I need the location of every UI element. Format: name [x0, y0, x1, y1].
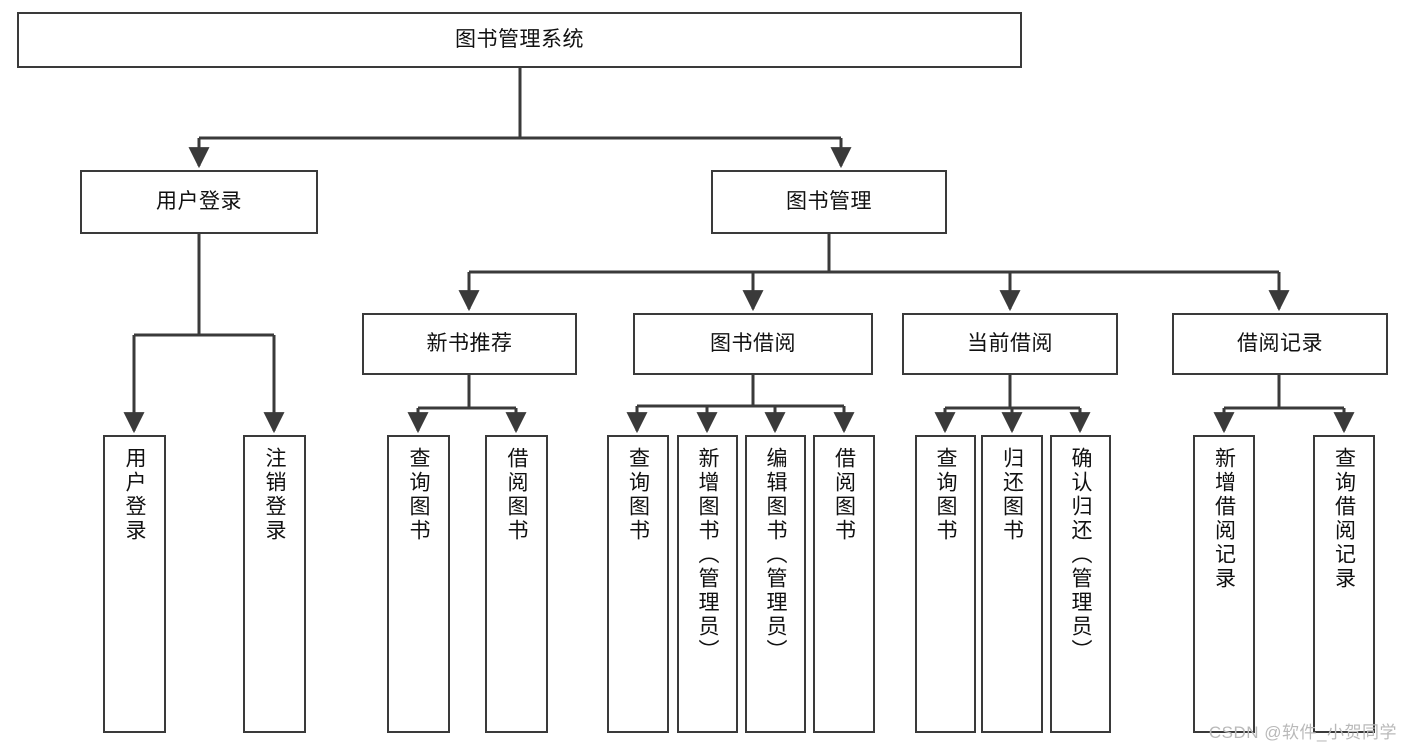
node-new-book-recommend[interactable]: 新书推荐 [362, 313, 577, 375]
node-current-borrow[interactable]: 当前借阅 [902, 313, 1118, 375]
node-book-borrow[interactable]: 图书借阅 [633, 313, 873, 375]
node-leaf-borrow-book-2[interactable]: 借阅图书 [813, 435, 875, 733]
node-current-borrow-label: 当前借阅 [967, 331, 1053, 355]
node-leaf-logout[interactable]: 注销登录 [243, 435, 306, 733]
node-leaf-add-book-label: 新增图书（管理员） [696, 447, 719, 663]
node-leaf-query-book-1-label: 查询图书 [407, 447, 430, 543]
node-book-borrow-label: 图书借阅 [710, 331, 796, 355]
node-new-book-recommend-label: 新书推荐 [426, 331, 513, 355]
node-leaf-return-book-label: 归还图书 [1000, 447, 1024, 543]
node-leaf-add-record-label: 新增借阅记录 [1212, 447, 1236, 591]
node-leaf-borrow-book-2-label: 借阅图书 [832, 447, 856, 543]
node-leaf-edit-book[interactable]: 编辑图书（管理员） [745, 435, 806, 733]
node-leaf-query-book-2-label: 查询图书 [626, 447, 650, 543]
node-leaf-user-login-label: 用户登录 [123, 447, 146, 543]
node-leaf-edit-book-label: 编辑图书（管理员） [764, 447, 787, 663]
watermark: CSDN @软件_小贺同学 [1208, 723, 1397, 742]
node-leaf-add-record[interactable]: 新增借阅记录 [1193, 435, 1255, 733]
node-borrow-record-label: 借阅记录 [1237, 331, 1323, 355]
node-user-login[interactable]: 用户登录 [80, 170, 318, 234]
node-leaf-user-login[interactable]: 用户登录 [103, 435, 166, 733]
node-leaf-return-book[interactable]: 归还图书 [981, 435, 1043, 733]
node-leaf-query-book-1[interactable]: 查询图书 [387, 435, 450, 733]
node-book-manage-label: 图书管理 [786, 189, 872, 213]
node-book-manage[interactable]: 图书管理 [711, 170, 947, 234]
node-leaf-confirm-return[interactable]: 确认归还（管理员） [1050, 435, 1111, 733]
node-root-label: 图书管理系统 [455, 27, 584, 51]
node-leaf-query-record[interactable]: 查询借阅记录 [1313, 435, 1375, 733]
node-leaf-logout-label: 注销登录 [263, 447, 286, 543]
node-borrow-record[interactable]: 借阅记录 [1172, 313, 1388, 375]
node-leaf-query-book-2[interactable]: 查询图书 [607, 435, 669, 733]
node-leaf-add-book[interactable]: 新增图书（管理员） [677, 435, 738, 733]
node-leaf-query-record-label: 查询借阅记录 [1332, 447, 1356, 591]
node-leaf-borrow-book-1[interactable]: 借阅图书 [485, 435, 548, 733]
node-leaf-borrow-book-1-label: 借阅图书 [505, 447, 528, 543]
node-user-login-label: 用户登录 [156, 189, 242, 213]
node-leaf-query-book-3-label: 查询图书 [934, 447, 957, 543]
node-leaf-confirm-return-label: 确认归还（管理员） [1069, 447, 1092, 663]
node-root[interactable]: 图书管理系统 [17, 12, 1022, 68]
node-leaf-query-book-3[interactable]: 查询图书 [915, 435, 976, 733]
